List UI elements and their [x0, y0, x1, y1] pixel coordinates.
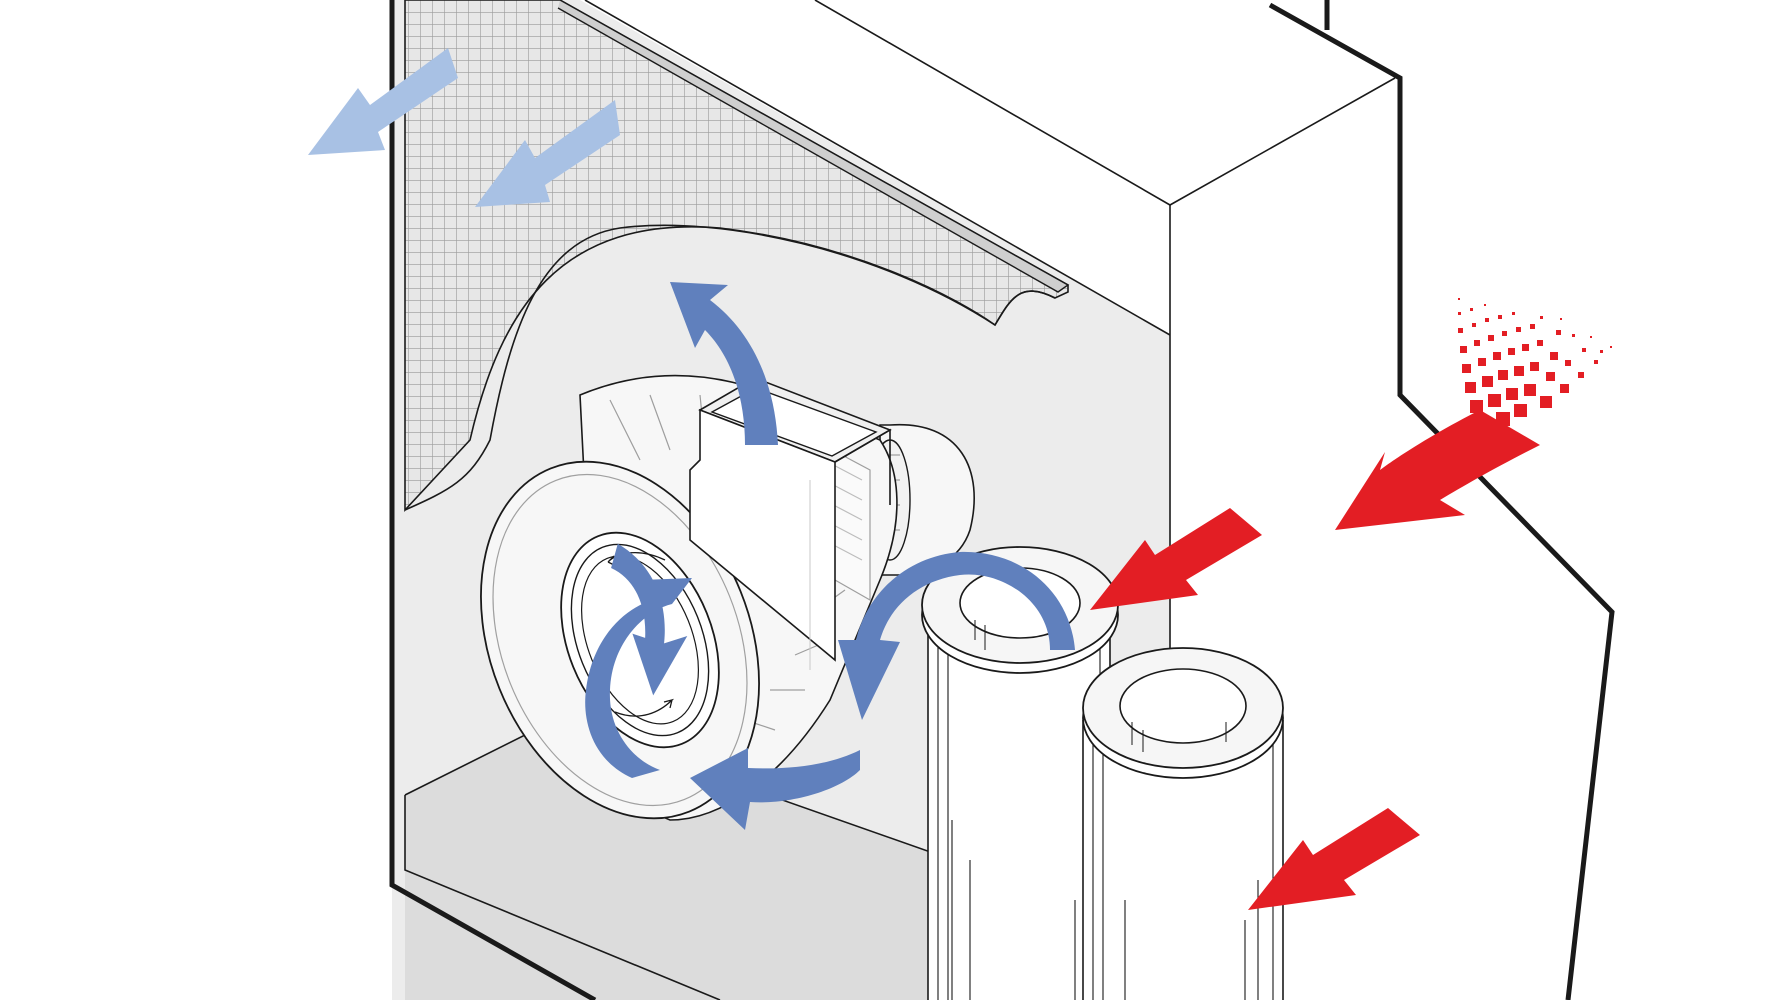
airflow-arrow-circular-swirl — [585, 578, 692, 778]
fan-rotation-arrows — [585, 282, 1075, 830]
rotation-hint-arrow-bottom — [614, 698, 675, 717]
housing-top-inner-line — [584, 0, 1171, 336]
housing-top-back-line — [814, 0, 1171, 206]
dirty-air-inlet-arrows — [1090, 298, 1612, 910]
clean-air-arrow-2 — [475, 100, 620, 207]
dirty-air-arrow-middle — [1090, 508, 1262, 610]
dirty-air-particle-trail — [1458, 298, 1612, 432]
housing-right-outer-edge — [1268, 2, 1615, 1000]
clean-air-arrow-1 — [308, 48, 458, 155]
airflow-arrow-up — [670, 282, 778, 445]
airflow-arrow-bottom — [690, 748, 860, 830]
panel-edge-strip — [557, 0, 1070, 293]
airflow-arrow-circular-right — [611, 543, 688, 696]
panel-inner-curve — [404, 224, 1056, 511]
cartridge-filter-rear — [1082, 647, 1284, 1000]
clean-air-outlet-arrows — [308, 48, 620, 207]
dirty-air-arrow-curved — [1335, 410, 1540, 530]
housing-front-edge — [389, 0, 597, 1000]
airflow-arrow-from-filter — [838, 551, 1075, 720]
dirty-air-arrow-bottom — [1248, 808, 1420, 910]
